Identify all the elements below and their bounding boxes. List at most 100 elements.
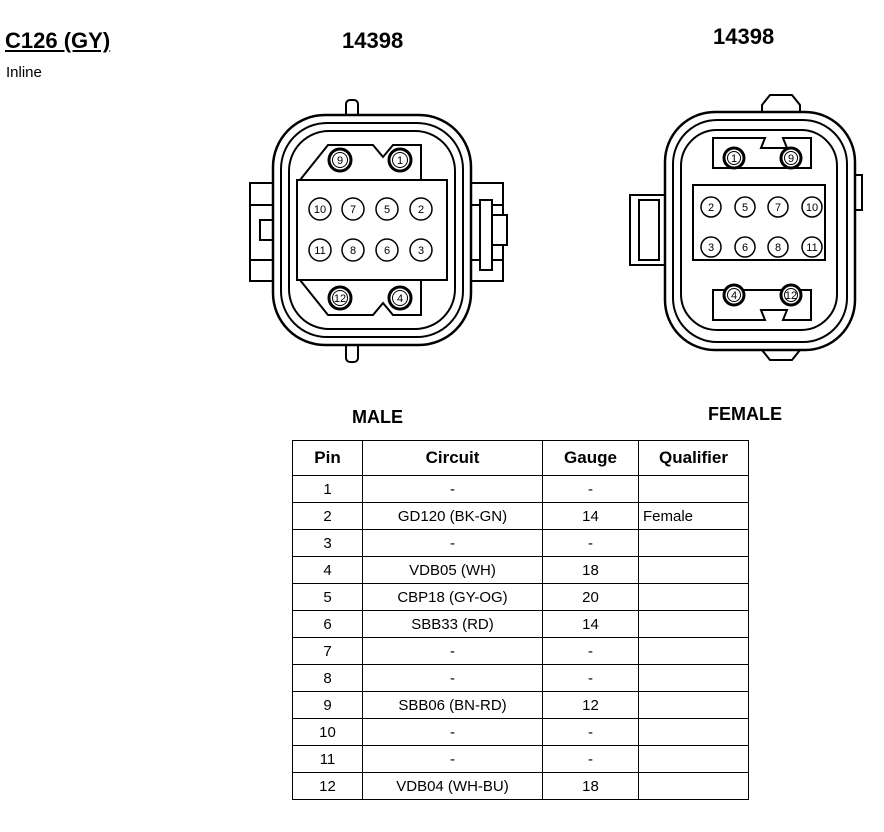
male-label: MALE (352, 407, 403, 427)
cell-gauge: 12 (542, 691, 639, 719)
pin-circle: 3 (409, 238, 433, 262)
cell-gauge: - (542, 475, 639, 503)
pin-number: 11 (806, 242, 817, 254)
cell-qualifier: Female (638, 502, 749, 530)
pin-number: 2 (708, 202, 714, 214)
female-part-number: 14398 (713, 24, 775, 49)
cell-gauge: - (542, 529, 639, 557)
table-row: 11-- (292, 745, 749, 773)
cell-pin: 10 (292, 718, 363, 746)
pin-number: 11 (314, 245, 325, 257)
cell-gauge: - (542, 637, 639, 665)
cell-circuit: - (362, 529, 543, 557)
cell-pin: 4 (292, 556, 363, 584)
pin-number: 1 (397, 155, 403, 167)
pin-number: 10 (314, 204, 326, 216)
cell-qualifier (638, 475, 749, 503)
pin-circle: 1 (722, 146, 746, 170)
pin-circle: 8 (767, 236, 789, 258)
cell-circuit: VDB05 (WH) (362, 556, 543, 584)
pin-circle: 6 (375, 238, 399, 262)
pin-circle: 12 (779, 283, 803, 307)
pin-number: 8 (775, 242, 781, 254)
cell-pin: 12 (292, 772, 363, 800)
cell-gauge: 14 (542, 610, 639, 638)
cell-circuit: CBP18 (GY-OG) (362, 583, 543, 611)
pin-circle: 1 (387, 147, 413, 173)
cell-circuit: - (362, 718, 543, 746)
cell-pin: 6 (292, 610, 363, 638)
pin-circle: 10 (308, 197, 332, 221)
pin-number: 8 (350, 245, 356, 257)
male-part-number: 14398 (342, 28, 404, 53)
cell-pin: 7 (292, 637, 363, 665)
cell-qualifier (638, 664, 749, 692)
pin-circle: 12 (327, 285, 353, 311)
female-pin-layer: 1 9 2 5 7 10 3 6 8 11 4 12 (700, 146, 823, 307)
cell-circuit: GD120 (BK-GN) (362, 502, 543, 530)
pin-number: 3 (418, 245, 424, 257)
table-row: 8-- (292, 664, 749, 692)
pin-number: 5 (742, 202, 748, 214)
female-connector-diagram: 1 9 2 5 7 10 3 6 8 11 4 12 (629, 94, 863, 361)
cell-qualifier (638, 745, 749, 773)
cell-qualifier (638, 529, 749, 557)
cell-circuit: - (362, 745, 543, 773)
cell-qualifier (638, 691, 749, 719)
pin-number: 6 (384, 245, 390, 257)
cell-gauge: 20 (542, 583, 639, 611)
pin-number: 5 (384, 204, 390, 216)
header-circuit: Circuit (362, 440, 543, 476)
pin-circle: 9 (327, 147, 353, 173)
cell-pin: 9 (292, 691, 363, 719)
pin-number: 4 (397, 293, 403, 305)
cell-gauge: - (542, 718, 639, 746)
cell-qualifier (638, 556, 749, 584)
cell-pin: 2 (292, 502, 363, 530)
cell-circuit: - (362, 475, 543, 503)
pin-circle: 4 (722, 283, 746, 307)
pin-number: 12 (785, 290, 797, 302)
cell-pin: 11 (292, 745, 363, 773)
table-row: 7-- (292, 637, 749, 665)
cell-qualifier (638, 718, 749, 746)
table-header-row: Pin Circuit Gauge Qualifier (292, 440, 749, 476)
pin-number: 9 (788, 153, 794, 165)
female-label: FEMALE (708, 404, 782, 424)
cell-gauge: - (542, 664, 639, 692)
pin-circle: 11 (801, 236, 823, 258)
cell-circuit: - (362, 637, 543, 665)
cell-qualifier (638, 583, 749, 611)
cell-gauge: 14 (542, 502, 639, 530)
connector-location: Inline (6, 64, 42, 81)
pin-circle: 3 (700, 236, 722, 258)
pin-number: 3 (708, 242, 714, 254)
cell-qualifier (638, 637, 749, 665)
cell-gauge: - (542, 745, 639, 773)
pin-number: 6 (742, 242, 748, 254)
cell-pin: 1 (292, 475, 363, 503)
pin-circle: 8 (341, 238, 365, 262)
cell-circuit: - (362, 664, 543, 692)
pin-circle: 5 (734, 196, 756, 218)
connector-id: C126 (GY) (5, 28, 111, 53)
pin-circle: 2 (700, 196, 722, 218)
cell-gauge: 18 (542, 556, 639, 584)
cell-circuit: SBB06 (BN-RD) (362, 691, 543, 719)
cell-circuit: VDB04 (WH-BU) (362, 772, 543, 800)
cell-pin: 3 (292, 529, 363, 557)
pin-circle: 10 (801, 196, 823, 218)
header-qualifier: Qualifier (638, 440, 749, 476)
pin-circle: 7 (767, 196, 789, 218)
pin-number: 2 (418, 204, 424, 216)
cell-qualifier (638, 772, 749, 800)
